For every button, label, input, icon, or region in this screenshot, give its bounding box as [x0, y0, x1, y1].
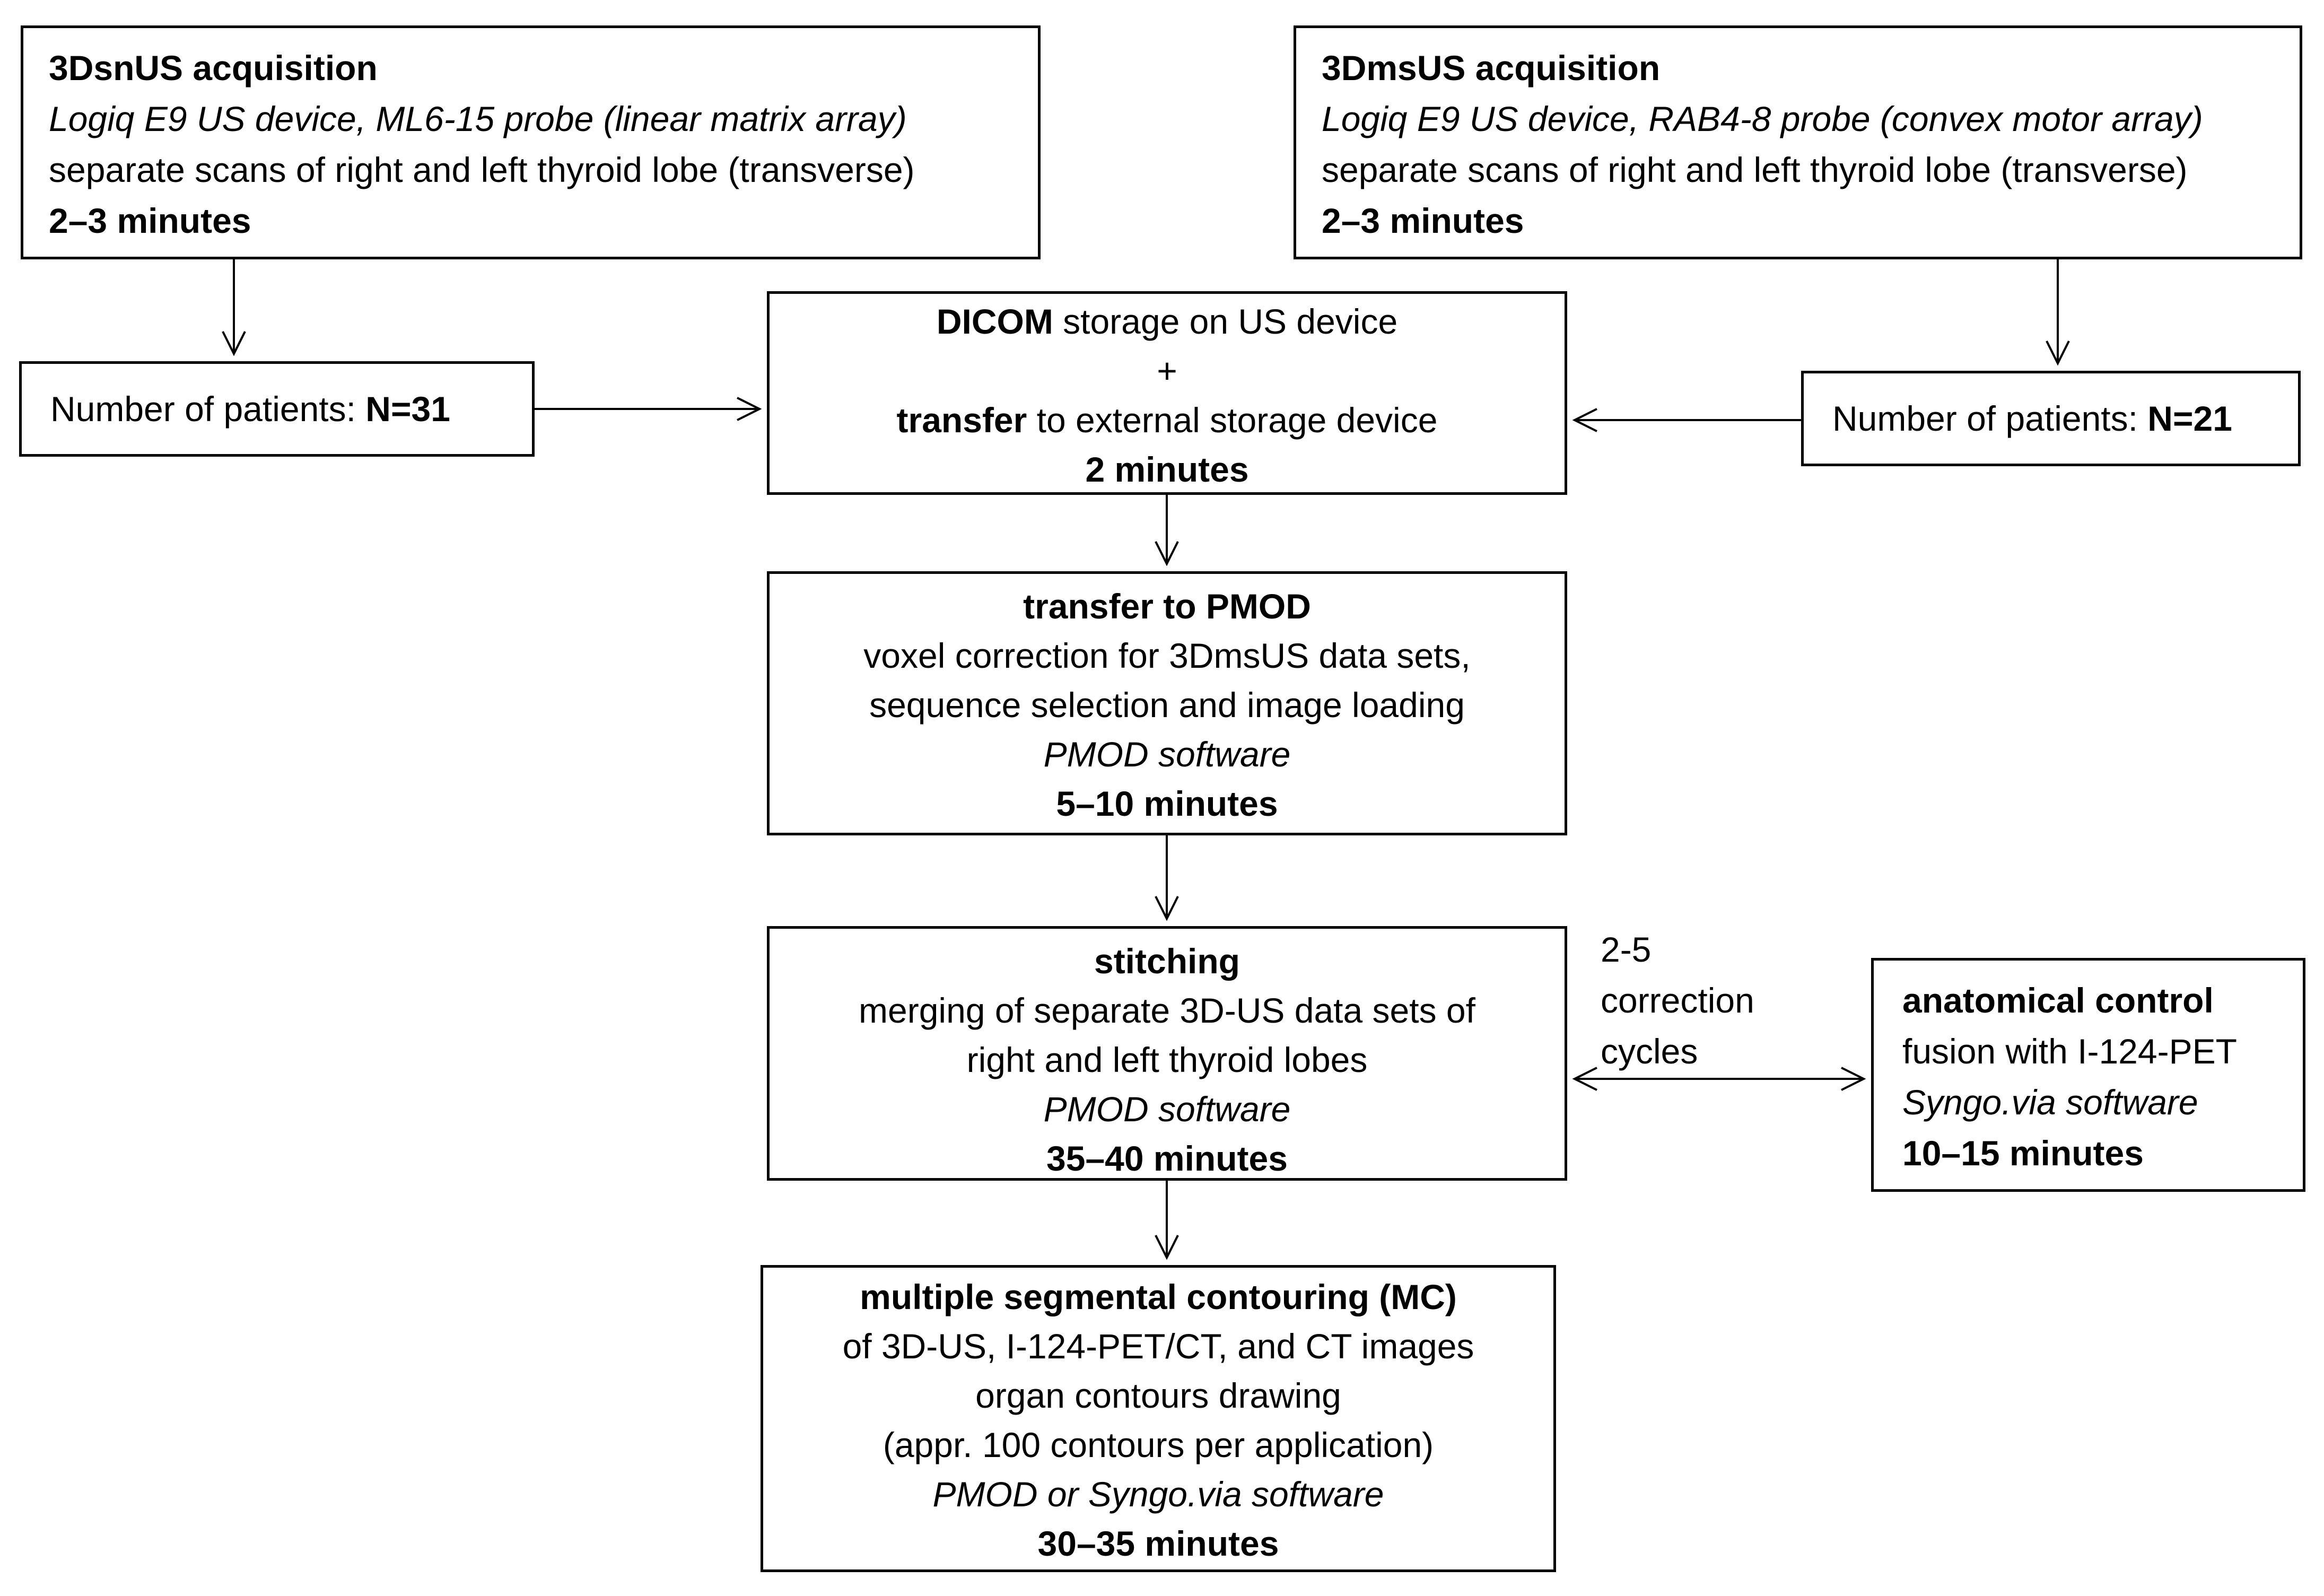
text-line: voxel correction for 3DmsUS data sets, — [770, 631, 1565, 681]
text-line: stitching — [770, 937, 1565, 986]
text-line: of 3D-US, I-124-PET/CT, and CT images — [763, 1322, 1553, 1371]
lobes-text: right and left thyroid lobes — [966, 1040, 1368, 1079]
box-title: transfer to PMOD — [1023, 587, 1311, 626]
dicom-word: DICOM — [936, 302, 1053, 341]
duration: 2–3 minutes — [49, 201, 251, 240]
box-title: multiple segmental contouring (MC) — [860, 1277, 1457, 1316]
text-line: transfer to PMOD — [770, 582, 1565, 631]
duration: 30–35 minutes — [1037, 1524, 1279, 1563]
scan-info: separate scans of right and left thyroid… — [49, 150, 915, 189]
text-line: Syngo.via software — [1902, 1077, 2290, 1128]
box-3dmsus-acquisition: 3DmsUS acquisition Logiq E9 US device, R… — [1294, 25, 2302, 259]
patients-label: Number of patients: — [50, 389, 366, 429]
duration: 10–15 minutes — [1902, 1133, 2144, 1173]
text-line: 5–10 minutes — [770, 779, 1565, 828]
duration: 35–40 minutes — [1046, 1139, 1288, 1178]
contours-count-text: (appr. 100 contours per application) — [883, 1425, 1434, 1464]
text-line: anatomical control — [1902, 975, 2290, 1026]
storage-text: storage on US device — [1053, 302, 1398, 341]
text-line: 3DmsUS acquisition — [1322, 42, 2287, 93]
duration: 2–3 minutes — [1322, 201, 1524, 240]
text-line: DICOM storage on US device — [770, 297, 1565, 346]
device-info: Logiq E9 US device, ML6-15 probe (linear… — [49, 99, 907, 138]
correction-cycles-label: 2-5 correction cycles — [1601, 924, 1754, 1077]
text-line: Logiq E9 US device, ML6-15 probe (linear… — [49, 93, 1025, 144]
text-line: Logiq E9 US device, RAB4-8 probe (convex… — [1322, 93, 2287, 144]
duration: 2 minutes — [1085, 450, 1249, 489]
text-line: sequence selection and image loading — [770, 681, 1565, 730]
software-name: Syngo.via software — [1902, 1083, 2198, 1122]
text-line: right and left thyroid lobes — [770, 1035, 1565, 1085]
text-line: + — [770, 346, 1565, 396]
box-dicom-storage: DICOM storage on US device + transfer to… — [767, 291, 1567, 495]
box-3dsnus-acquisition: 3DsnUS acquisition Logiq E9 US device, M… — [21, 25, 1041, 259]
text-line: 2 minutes — [770, 445, 1565, 494]
cycles-word1: correction — [1601, 981, 1754, 1020]
sequence-selection-text: sequence selection and image loading — [869, 685, 1465, 725]
text-line: 30–35 minutes — [763, 1519, 1553, 1568]
box-transfer-to-pmod: transfer to PMOD voxel correction for 3D… — [767, 571, 1567, 835]
box-title: 3DmsUS acquisition — [1322, 48, 1661, 88]
voxel-correction-text: voxel correction for 3DmsUS data sets, — [863, 636, 1471, 675]
text-line: correction — [1601, 975, 1754, 1026]
text-line: (appr. 100 contours per application) — [763, 1420, 1553, 1470]
text-line: PMOD software — [770, 730, 1565, 779]
text-line: multiple segmental contouring (MC) — [763, 1272, 1553, 1322]
device-info: Logiq E9 US device, RAB4-8 probe (convex… — [1322, 99, 2203, 138]
scan-info: separate scans of right and left thyroid… — [1322, 150, 2188, 189]
patients-label: Number of patients: — [1832, 398, 2148, 438]
text-line: fusion with I-124-PET — [1902, 1026, 2290, 1077]
text-line: merging of separate 3D-US data sets of — [770, 986, 1565, 1035]
text-line: 35–40 minutes — [770, 1134, 1565, 1183]
cycles-word2: cycles — [1601, 1032, 1698, 1071]
text-line: 3DsnUS acquisition — [49, 42, 1025, 93]
software-name: PMOD or Syngo.via software — [932, 1475, 1384, 1514]
software-name: PMOD software — [1043, 735, 1291, 774]
text-line: cycles — [1601, 1026, 1754, 1077]
box-patients-n21: Number of patients: N=21 — [1801, 371, 2301, 466]
text-line: 2–3 minutes — [49, 195, 1025, 246]
box-multiple-segmental-contouring: multiple segmental contouring (MC) of 3D… — [761, 1265, 1556, 1572]
images-text: of 3D-US, I-124-PET/CT, and CT images — [842, 1327, 1474, 1366]
text-line: separate scans of right and left thyroid… — [49, 144, 1025, 195]
box-title: stitching — [1094, 941, 1240, 981]
box-stitching: stitching merging of separate 3D-US data… — [767, 926, 1567, 1181]
text-line: Number of patients: N=31 — [50, 385, 450, 434]
transfer-text: to external storage device — [1027, 400, 1438, 440]
software-name: PMOD software — [1043, 1089, 1291, 1129]
patients-count: N=31 — [365, 389, 450, 429]
text-line: PMOD software — [770, 1085, 1565, 1134]
plus-sign: + — [1157, 351, 1177, 390]
text-line: 2–3 minutes — [1322, 195, 2287, 246]
duration: 5–10 minutes — [1056, 784, 1278, 823]
text-line: Number of patients: N=21 — [1832, 394, 2232, 443]
box-title: 3DsnUS acquisition — [49, 48, 378, 88]
text-line: 10–15 minutes — [1902, 1128, 2290, 1179]
merging-text: merging of separate 3D-US data sets of — [859, 991, 1475, 1030]
text-line: 2-5 — [1601, 924, 1754, 975]
cycles-count: 2-5 — [1601, 930, 1652, 969]
text-line: transfer to external storage device — [770, 396, 1565, 445]
patients-count: N=21 — [2147, 398, 2232, 438]
box-title: anatomical control — [1902, 981, 2214, 1020]
box-patients-n31: Number of patients: N=31 — [19, 361, 535, 457]
text-line: organ contours drawing — [763, 1371, 1553, 1420]
text-line: separate scans of right and left thyroid… — [1322, 144, 2287, 195]
text-line: PMOD or Syngo.via software — [763, 1470, 1553, 1519]
contours-drawing-text: organ contours drawing — [975, 1376, 1341, 1415]
box-anatomical-control: anatomical control fusion with I-124-PET… — [1871, 958, 2305, 1192]
transfer-word: transfer — [896, 400, 1027, 440]
fusion-text: fusion with I-124-PET — [1902, 1032, 2237, 1071]
